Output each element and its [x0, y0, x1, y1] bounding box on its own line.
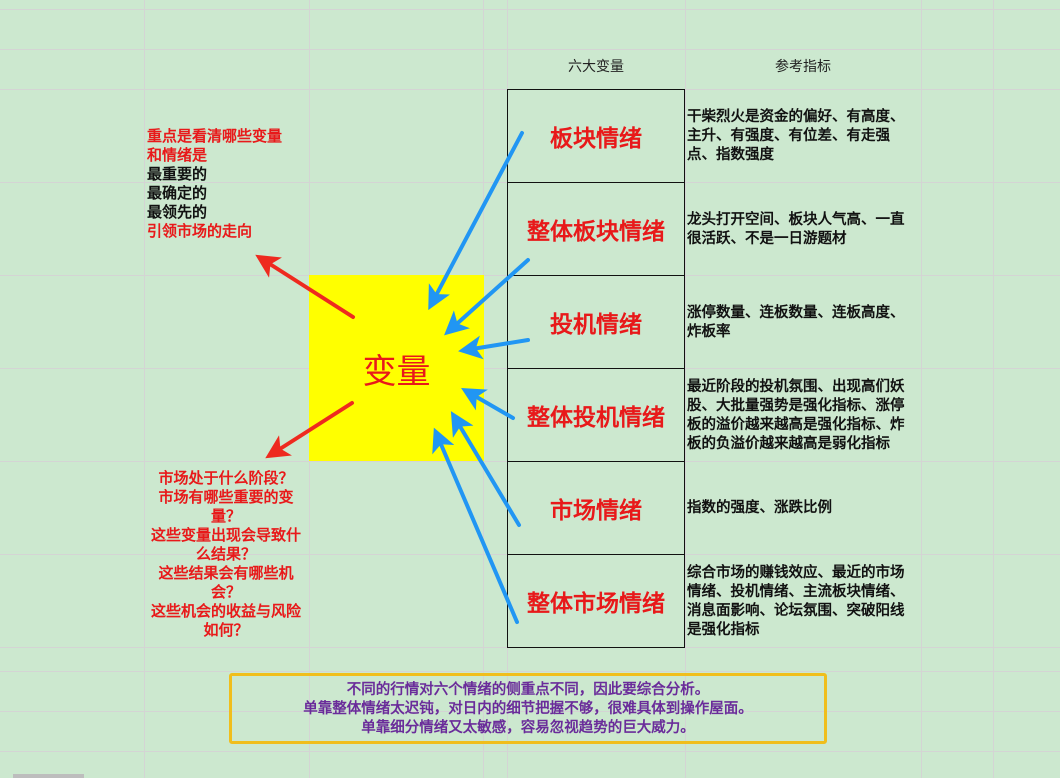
note-line: 最确定的 [147, 184, 208, 202]
summary-line: 单靠细分情绪又太敏感，容易忽视趋势的巨大威力。 [361, 719, 695, 736]
question-line: 市场处于什么阶段？ [158, 469, 294, 487]
variable-cell: 整体板块情绪 [508, 183, 684, 276]
indicator-text: 龙头打开空间、板块人气高、一直很活跃、不是一日游题材 [687, 210, 905, 247]
indicator-text: 涨停数量、连板数量、连板高度、炸板率 [687, 303, 905, 340]
note-line: 重点是看清哪些变量 [147, 127, 283, 145]
indicator-cell: 最近阶段的投机氛围、出现高们妖股、大批量强势是强化指标、涨停板的溢价越来越高是强… [687, 368, 917, 461]
variables-table: 板块情绪 整体板块情绪 投机情绪 整体投机情绪 市场情绪 整体市场情绪 [507, 89, 685, 648]
question-line: 这些机会的收益与风险如何？ [150, 602, 301, 639]
indicator-cell: 涨停数量、连板数量、连板高度、炸板率 [687, 275, 917, 368]
variable-cell: 整体投机情绪 [508, 369, 684, 462]
indicator-text: 指数的强度、涨跌比例 [687, 499, 832, 516]
indicator-text: 最近阶段的投机氛围、出现高们妖股、大批量强势是强化指标、涨停板的溢价越来越高是强… [687, 377, 905, 452]
question-line: 市场有哪些重要的变量？ [158, 488, 294, 525]
indicator-cell: 指数的强度、涨跌比例 [687, 461, 917, 554]
indicator-cell: 综合市场的赚钱效应、最近的市场情绪、投机情绪、主流板块情绪、消息面影响、论坛氛围… [687, 554, 917, 647]
indicator-text: 干柴烈火是资金的偏好、有高度、主升、有强度、有位差、有走强点、指数强度 [687, 108, 905, 163]
note-line: 引领市场的走向 [147, 222, 253, 240]
note-line: 最重要的 [147, 165, 208, 183]
indicator-cell: 龙头打开空间、板块人气高、一直很活跃、不是一日游题材 [687, 182, 917, 275]
indicator-text: 综合市场的赚钱效应、最近的市场情绪、投机情绪、主流板块情绪、消息面影响、论坛氛围… [687, 563, 905, 638]
note-questions: 市场处于什么阶段？ 市场有哪些重要的变量？ 这些变量出现会导致什么结果？ 这些结… [147, 469, 305, 640]
indicators-column: 干柴烈火是资金的偏好、有高度、主升、有强度、有位差、有走强点、指数强度 龙头打开… [687, 89, 917, 647]
question-line: 这些变量出现会导致什么结果？ [150, 526, 301, 563]
note-line: 和情绪是 [147, 146, 208, 164]
question-line: 这些结果会有哪些机会？ [158, 564, 294, 601]
summary-line: 单靠整体情绪太迟钝，对日内的细节把握不够，很难具体到操作屋面。 [303, 700, 753, 717]
center-label: 变量 [362, 351, 431, 392]
summary-line: 不同的行情对六个情绪的侧重点不同，因此要综合分析。 [346, 681, 710, 698]
variable-cell: 市场情绪 [508, 462, 684, 555]
horizontal-scrollbar[interactable] [13, 774, 84, 778]
header-indicators: 参考指标 [775, 59, 831, 75]
header-variables: 六大变量 [568, 59, 624, 75]
indicator-cell: 干柴烈火是资金的偏好、有高度、主升、有强度、有位差、有走强点、指数强度 [687, 89, 917, 182]
summary-box: 不同的行情对六个情绪的侧重点不同，因此要综合分析。 单靠整体情绪太迟钝，对日内的… [229, 673, 827, 744]
center-variable-box: 变量 [309, 275, 484, 461]
variable-cell: 板块情绪 [508, 90, 684, 183]
note-line: 最领先的 [147, 203, 208, 221]
note-key-variables: 重点是看清哪些变量 和情绪是 最重要的 最确定的 最领先的 引领市场的走向 [147, 127, 282, 241]
variable-cell: 投机情绪 [508, 276, 684, 369]
variable-cell: 整体市场情绪 [527, 590, 665, 617]
